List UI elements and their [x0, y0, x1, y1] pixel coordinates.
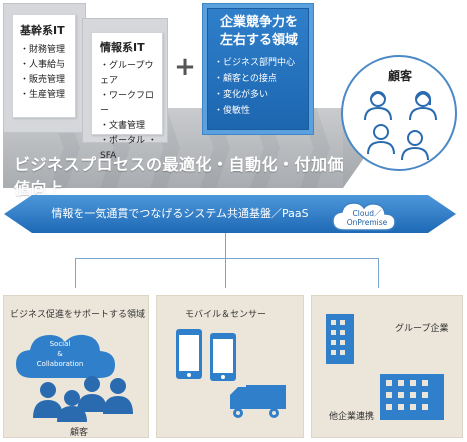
mobile-sensor-title: モバイル＆センサー [185, 310, 267, 320]
customers-people-icon [364, 91, 437, 161]
info-it-card: 情報系IT ・グループウェア ・ワークフロー ・文書管理 ・ポータル ・SFA [91, 32, 163, 161]
list-item: ・ワークフロー [100, 91, 155, 116]
cloud-icon [332, 202, 396, 231]
list-item: ・人事給与 [20, 60, 66, 70]
connector-line [225, 258, 226, 288]
info-it-list: ・グループウェア ・ワークフロー ・文書管理 ・ポータル ・SFA [100, 59, 162, 164]
connector-line [75, 258, 76, 288]
competitive-card: 企業競争力を 左右する領域 ・ビジネス部門中心 ・顧客との接点 ・変化が多い ・… [207, 8, 309, 130]
social-line2: & [57, 350, 63, 358]
core-it-list: ・財務管理 ・人事給与 ・販売管理 ・生産管理 [20, 43, 75, 103]
list-item: ・財務管理 [20, 45, 66, 55]
group-company-title: グループ企業 [395, 324, 449, 334]
plus-sign: + [174, 52, 196, 82]
core-it-title: 基幹系IT [20, 24, 65, 37]
list-item: ・生産管理 [20, 90, 66, 100]
mobile-devices-graphic [176, 329, 286, 418]
buildings-graphic [326, 314, 444, 420]
list-item: ・変化が多い [214, 90, 269, 100]
cloud-label-line2: OnPremise [346, 218, 388, 227]
list-item: ・ポータル ・SFA [100, 136, 157, 161]
connector-line [225, 233, 226, 258]
social-line1: Social [49, 340, 71, 348]
band-text: ビジネスプロセスの最適化・自動化・付加価値向上 [14, 155, 345, 198]
platform-text: 情報を一気通貫でつなげるシステム共通基盤／PaaS [51, 207, 309, 220]
list-item: ・販売管理 [20, 75, 66, 85]
list-item: ・グループウェア [100, 61, 154, 86]
list-item: ・文書管理 [100, 121, 146, 131]
competitive-list: ・ビジネス部門中心 ・顧客との接点 ・変化が多い ・俊敏性 [214, 55, 304, 119]
core-it-card: 基幹系IT ・財務管理 ・人事給与 ・販売管理 ・生産管理 [12, 14, 76, 118]
customers-circle [341, 55, 457, 171]
social-collaboration-graphic [16, 334, 133, 422]
cloud-label-line1: Cloud／ [352, 209, 382, 218]
business-customer-label: 顧客 [70, 428, 89, 438]
competitive-title-line2: 左右する領域 [219, 33, 298, 48]
social-line3: Collaboration [36, 360, 84, 368]
list-item: ・顧客との接点 [214, 74, 277, 84]
info-it-title: 情報系IT [100, 41, 145, 54]
list-item: ・俊敏性 [214, 106, 251, 116]
social-collaboration-label: Social & Collaboration [20, 339, 100, 369]
cloud-label: Cloud／ OnPremise [336, 209, 398, 227]
connector-line [378, 258, 379, 288]
other-company-label: 他企業連携 [329, 412, 375, 422]
customers-label: 顧客 [387, 69, 412, 83]
business-support-title: ビジネス促進をサポートする領域 [10, 310, 146, 320]
competitive-title-line1: 企業競争力を [219, 15, 298, 30]
list-item: ・ビジネス部門中心 [214, 58, 296, 68]
connector-line [75, 258, 378, 259]
